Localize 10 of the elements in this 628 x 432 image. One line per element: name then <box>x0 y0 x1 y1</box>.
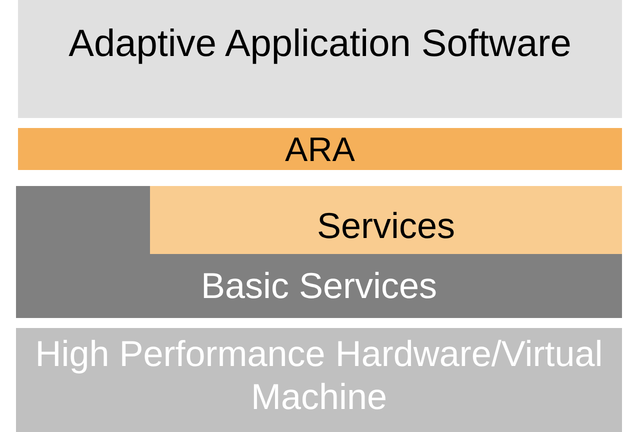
layer-label: Adaptive Application Software <box>68 22 572 67</box>
hardware-layer <box>16 328 622 432</box>
layer-label: Basic Services <box>200 264 438 308</box>
runtime-layer <box>18 128 622 170</box>
services-layer <box>150 186 622 254</box>
software-layer <box>18 0 622 118</box>
layer-label: Services <box>316 204 456 248</box>
layer-label: High Performance Hardware/Virtual Machine <box>34 332 604 418</box>
basic-services-layer <box>16 186 622 318</box>
layer-label: ARA <box>285 130 355 171</box>
